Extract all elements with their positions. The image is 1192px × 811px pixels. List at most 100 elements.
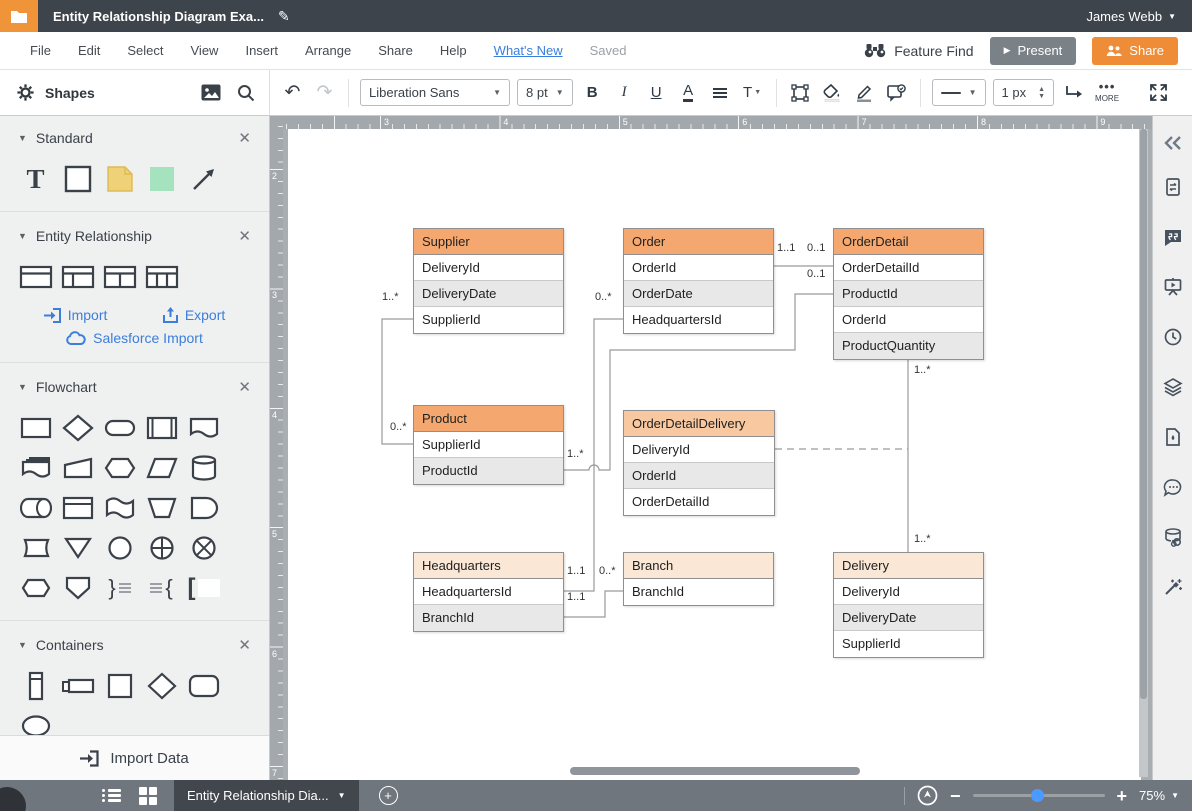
menu-item-select[interactable]: Select bbox=[127, 43, 163, 58]
entity-attribute[interactable]: DeliveryId bbox=[834, 579, 983, 605]
entity-header[interactable]: OrderDetailDelivery bbox=[624, 411, 774, 437]
shape-or[interactable] bbox=[142, 530, 181, 566]
entity-Headquarters[interactable]: HeadquartersHeadquartersIdBranchId bbox=[413, 552, 564, 632]
shape-manual-operation[interactable] bbox=[142, 490, 181, 526]
entity-attribute[interactable]: DeliveryId bbox=[624, 437, 774, 463]
canvas[interactable]: 3456789 234567 SupplierDeliveryIdDeliver… bbox=[270, 116, 1152, 780]
shape-off-page-link[interactable] bbox=[58, 570, 97, 606]
rename-pencil-icon[interactable]: ✎ bbox=[278, 8, 290, 25]
entity-header[interactable]: Supplier bbox=[414, 229, 563, 255]
line-width-stepper[interactable]: 1 px ▲▼ bbox=[993, 79, 1055, 106]
entity-attribute[interactable]: DeliveryDate bbox=[414, 281, 563, 307]
shape-er-table-1col[interactable] bbox=[58, 259, 97, 295]
present-button[interactable]: ▶ Present bbox=[990, 37, 1077, 65]
line-style-select[interactable]: ▼ bbox=[932, 79, 986, 106]
entity-OrderDetailDelivery[interactable]: OrderDetailDeliveryDeliveryIdOrderIdOrde… bbox=[623, 410, 775, 516]
layers-icon[interactable] bbox=[1163, 362, 1183, 412]
shape-paper-tape[interactable] bbox=[100, 490, 139, 526]
section-flowchart-header[interactable]: ▼ Flowchart ✕ bbox=[0, 365, 269, 402]
text-color-button[interactable]: A bbox=[676, 79, 701, 106]
undo-icon[interactable]: ↶ bbox=[280, 79, 305, 106]
close-icon[interactable]: ✕ bbox=[238, 636, 251, 654]
close-icon[interactable]: ✕ bbox=[238, 227, 251, 245]
entity-Branch[interactable]: BranchBranchId bbox=[623, 552, 774, 606]
entity-attribute[interactable]: ProductId bbox=[834, 281, 983, 307]
document-settings-icon[interactable] bbox=[1163, 162, 1183, 212]
shape-brace-right[interactable]: } bbox=[100, 570, 139, 606]
entity-OrderDetail[interactable]: OrderDetailOrderDetailIdProductIdOrderId… bbox=[833, 228, 984, 360]
shape-diamond-container[interactable] bbox=[142, 668, 181, 704]
shape-database[interactable] bbox=[184, 450, 223, 486]
import-data-button[interactable]: Import Data bbox=[0, 735, 269, 780]
frame-button[interactable] bbox=[788, 79, 813, 106]
shape-direct-access-storage[interactable] bbox=[16, 490, 55, 526]
entity-attribute[interactable]: SupplierId bbox=[414, 307, 563, 333]
entity-attribute[interactable]: OrderDate bbox=[624, 281, 773, 307]
shape-predefined-process[interactable] bbox=[142, 410, 181, 446]
shape-rectangle[interactable] bbox=[58, 161, 97, 197]
line-color-button[interactable] bbox=[852, 79, 877, 106]
shape-process[interactable] bbox=[16, 410, 55, 446]
shape-text[interactable]: T bbox=[16, 161, 55, 197]
shape-er-table-3col[interactable] bbox=[142, 259, 181, 295]
home-folder-button[interactable] bbox=[0, 0, 38, 32]
entity-attribute[interactable]: DeliveryId bbox=[414, 255, 563, 281]
magic-wand-icon[interactable] bbox=[1163, 562, 1183, 612]
shape-connector[interactable] bbox=[100, 530, 139, 566]
history-icon[interactable] bbox=[1163, 312, 1183, 362]
section-collapse-caret-icon[interactable]: ▼ bbox=[18, 133, 27, 143]
entity-header[interactable]: Delivery bbox=[834, 553, 983, 579]
chat-icon[interactable] bbox=[1163, 462, 1183, 512]
entity-attribute[interactable]: HeadquartersId bbox=[624, 307, 773, 333]
fullscreen-button[interactable] bbox=[1149, 83, 1168, 102]
shape-colored-square[interactable] bbox=[142, 161, 181, 197]
entity-attribute[interactable]: OrderDetailId bbox=[624, 489, 774, 515]
vertical-scrollbar-thumb[interactable] bbox=[1140, 129, 1147, 699]
horizontal-scrollbar[interactable] bbox=[570, 767, 860, 775]
zoom-slider-thumb[interactable] bbox=[1031, 789, 1044, 802]
shape-delay[interactable] bbox=[184, 490, 223, 526]
stepper-arrows-icon[interactable]: ▲▼ bbox=[1038, 86, 1045, 100]
shape-decision[interactable] bbox=[58, 410, 97, 446]
entity-attribute[interactable]: ProductId bbox=[414, 458, 563, 484]
close-icon[interactable]: ✕ bbox=[238, 129, 251, 147]
more-tools-button[interactable]: ••• MORE bbox=[1095, 83, 1119, 103]
entity-attribute[interactable]: SupplierId bbox=[834, 631, 983, 657]
shape-data[interactable] bbox=[142, 450, 181, 486]
shape-terminator[interactable] bbox=[100, 410, 139, 446]
menu-item-share[interactable]: Share bbox=[378, 43, 413, 58]
salesforce-import-link[interactable]: Salesforce Import bbox=[66, 330, 203, 346]
entity-Delivery[interactable]: DeliveryDeliveryIdDeliveryDateSupplierId bbox=[833, 552, 984, 658]
presentation-icon[interactable] bbox=[1163, 262, 1183, 312]
align-button[interactable] bbox=[708, 79, 733, 106]
user-menu[interactable]: James Webb ▼ bbox=[1086, 9, 1176, 24]
entity-header[interactable]: Branch bbox=[624, 553, 773, 579]
font-size-select[interactable]: 8 pt ▼ bbox=[517, 79, 573, 106]
shape-brace-left[interactable]: { bbox=[142, 570, 181, 606]
section-entity-relationship-header[interactable]: ▼ Entity Relationship ✕ bbox=[0, 214, 269, 251]
list-view-icon[interactable] bbox=[102, 787, 121, 804]
shape-er-table[interactable] bbox=[16, 259, 55, 295]
fill-color-button[interactable] bbox=[820, 79, 845, 106]
shape-internal-storage[interactable] bbox=[58, 490, 97, 526]
menu-item-view[interactable]: View bbox=[191, 43, 219, 58]
share-button[interactable]: Share bbox=[1092, 37, 1178, 65]
zoom-in-icon[interactable]: + bbox=[1117, 787, 1128, 805]
entity-attribute[interactable]: OrderId bbox=[624, 255, 773, 281]
vertical-scrollbar-track[interactable] bbox=[1139, 129, 1148, 777]
er-export-link[interactable]: Export bbox=[163, 307, 225, 323]
zoom-out-icon[interactable]: − bbox=[950, 787, 961, 805]
section-standard-header[interactable]: ▼ Standard ✕ bbox=[0, 116, 269, 153]
entity-attribute[interactable]: SupplierId bbox=[414, 432, 563, 458]
shape-merge[interactable] bbox=[58, 530, 97, 566]
entity-header[interactable]: Order bbox=[624, 229, 773, 255]
entity-Order[interactable]: OrderOrderIdOrderDateHeadquartersId bbox=[623, 228, 774, 334]
er-import-link[interactable]: Import bbox=[44, 307, 108, 323]
entity-attribute[interactable]: ProductQuantity bbox=[834, 333, 983, 359]
document-title[interactable]: Entity Relationship Diagram Exa... bbox=[53, 9, 264, 24]
section-collapse-caret-icon[interactable]: ▼ bbox=[18, 382, 27, 392]
shape-vertical-container[interactable] bbox=[16, 668, 55, 704]
shape-collate[interactable] bbox=[16, 570, 55, 606]
entity-attribute[interactable]: HeadquartersId bbox=[414, 579, 563, 605]
corner-button[interactable] bbox=[0, 787, 26, 811]
